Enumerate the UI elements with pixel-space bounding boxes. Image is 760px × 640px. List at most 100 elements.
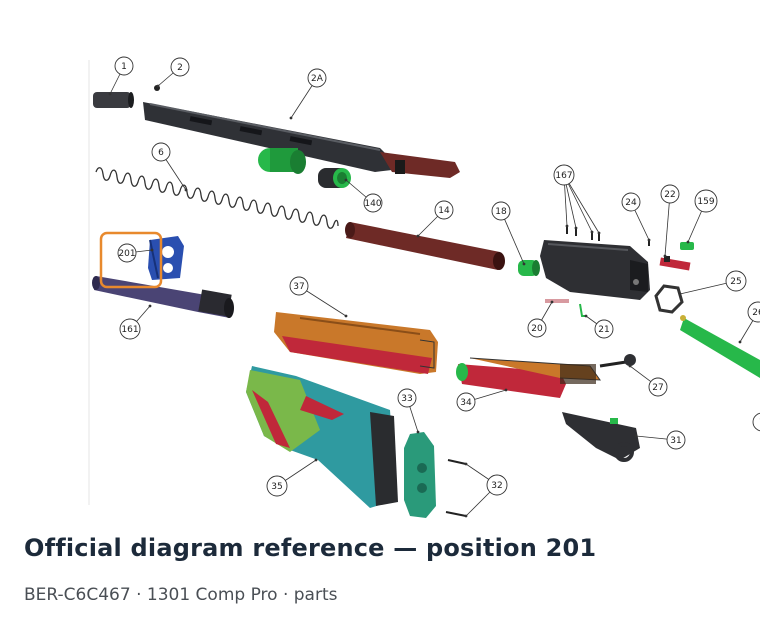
- callout-26: 26: [738, 301, 760, 344]
- leader-dot: [686, 240, 690, 244]
- leader-dot: [150, 248, 154, 252]
- part-14-tube: [345, 222, 505, 270]
- callout-circle: [170, 57, 190, 77]
- callout-18: 18: [491, 201, 526, 266]
- exploded-parts-diagram: 1 2 2A 6 140 14 18 167 24 22 159 201 25 26 37 161 20 21 27…: [88, 56, 760, 518]
- callout-31: 31: [634, 430, 686, 450]
- part-161-tube: [92, 276, 234, 318]
- part-32-screws: [445, 459, 467, 517]
- diagram-caption-meta: BER-C6C467 · 1301 Comp Pro · parts: [24, 585, 338, 605]
- callout-2a: 2A: [289, 68, 327, 120]
- callout-27: 27: [628, 364, 668, 397]
- callout-32: 32: [464, 462, 508, 518]
- callout-label: 25: [730, 277, 741, 287]
- part-21-spring: [579, 303, 586, 317]
- leader-dot: [504, 388, 508, 392]
- callout-label: 14: [438, 206, 450, 216]
- callout-circle: [752, 412, 760, 432]
- callout-circle: [594, 319, 614, 339]
- leader-dot: [416, 430, 420, 434]
- callout-label: 34: [460, 398, 472, 408]
- callout-label: 20: [531, 324, 543, 334]
- callout-circle: [486, 474, 508, 496]
- leader-dot: [738, 340, 742, 344]
- callout-label: 140: [364, 199, 381, 209]
- callout-label: 6: [158, 148, 164, 158]
- callout-circle: [307, 68, 327, 88]
- callout-label: 37: [293, 282, 304, 292]
- callout-circle: [725, 270, 747, 292]
- callout-1: 1: [108, 56, 134, 96]
- callout-circle: [747, 301, 760, 323]
- part-26-rod: [680, 315, 760, 378]
- callout-label: 161: [121, 325, 138, 335]
- callout-21: 21: [584, 314, 614, 339]
- diagram-canvas: 1 2 2A 6 140 14 18 167 24 22 159 201 25 26 37 161 20 21 27…: [88, 56, 760, 518]
- callout-circle: [660, 184, 680, 204]
- leader-dot: [597, 231, 601, 235]
- callout-label: 35: [271, 482, 282, 492]
- leader-dot: [289, 116, 293, 120]
- leader-dot: [156, 84, 160, 88]
- callout-22: 22: [660, 184, 680, 258]
- callout-circle: [114, 56, 134, 76]
- callout-circle: [666, 430, 686, 450]
- callout-label: 32: [491, 481, 502, 491]
- leader-dot: [678, 292, 682, 296]
- callout-circle: [694, 189, 718, 213]
- leader-dot: [464, 462, 468, 466]
- leader-dot: [344, 314, 348, 318]
- callout-34: 34: [456, 388, 508, 412]
- callout-201: 201: [117, 243, 154, 263]
- leader-dot: [647, 238, 651, 242]
- leader-dot: [344, 178, 348, 182]
- callout-24: 24: [621, 192, 651, 242]
- callout-circle: [621, 192, 641, 212]
- callout-circle: [266, 475, 288, 497]
- part-1-cap: [93, 92, 134, 108]
- callout-circle: [151, 142, 171, 162]
- callouts-layer: 1 2 2A 6 140 14 18 167 24 22 159 201 25 26 37 161 20 21 27…: [108, 56, 760, 518]
- callout-25: 25: [678, 270, 747, 296]
- part-receiver: [540, 240, 650, 300]
- callout-circle: [553, 164, 575, 186]
- callout-circle: [434, 200, 454, 220]
- highlight-frame: [99, 231, 163, 289]
- callout-circle: [117, 243, 137, 263]
- callout-circle: [397, 388, 417, 408]
- callout-label: 167: [555, 171, 572, 181]
- leader-dot: [574, 226, 578, 230]
- callout-140: 140: [344, 178, 383, 213]
- leader-dot: [550, 300, 554, 304]
- part-green-rings: [258, 148, 306, 174]
- callout-circle: [363, 193, 383, 213]
- callout-circle: [491, 201, 511, 221]
- leader-dot: [584, 314, 588, 318]
- leader-dot: [184, 188, 188, 192]
- callout-7: 7: [752, 412, 760, 432]
- callout-label: 159: [697, 197, 714, 207]
- part-34-bolt: [456, 357, 602, 398]
- part-37-forend: [274, 312, 438, 374]
- callout-6: 6: [151, 142, 188, 192]
- callout-2: 2: [156, 57, 190, 88]
- callout-label: 22: [664, 190, 675, 200]
- part-201-blue: [148, 236, 184, 280]
- callout-label: 2A: [311, 74, 324, 84]
- callout-37: 37: [289, 276, 348, 318]
- leader-dot: [590, 230, 594, 234]
- part-167-pins: [566, 226, 600, 241]
- leader-dot: [522, 262, 526, 266]
- callout-label: 26: [752, 308, 760, 318]
- part-140-bushing: [318, 168, 351, 188]
- part-22-latch: [659, 256, 691, 271]
- callout-label: 1: [121, 62, 127, 72]
- part-25-ring: [654, 284, 684, 314]
- callout-circle: [527, 318, 547, 338]
- leader-dot: [148, 304, 152, 308]
- leader-dot: [314, 458, 318, 462]
- part-33-pad: [404, 432, 436, 518]
- leader-dot: [634, 434, 638, 438]
- part-31-trigger: [562, 412, 640, 462]
- callout-circle: [119, 318, 141, 340]
